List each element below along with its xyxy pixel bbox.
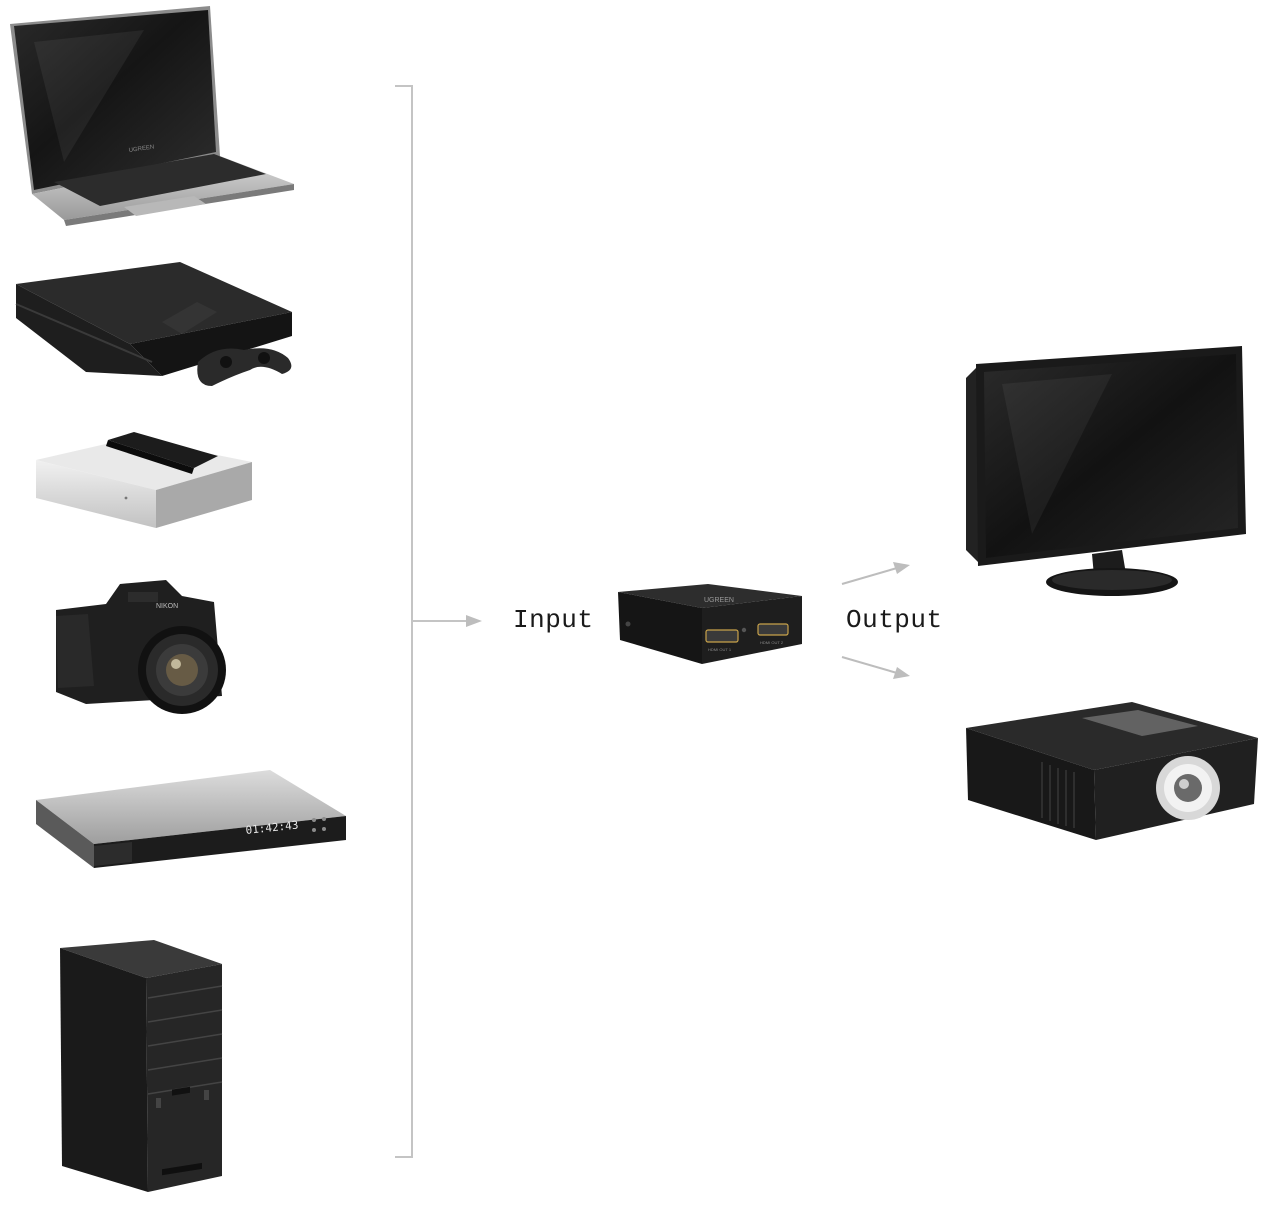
output-arrow-up-line (841, 567, 898, 585)
projector-icon (966, 702, 1258, 840)
input-bracket (395, 85, 413, 1158)
blu-ray-player-icon: 01:42:43 (36, 770, 346, 868)
blu-ray-display: 01:42:43 (245, 819, 299, 837)
output-arrow-down-line (841, 656, 898, 674)
splitter-port2-label: HDMI OUT 2 (760, 640, 784, 645)
laptop-icon: UGREEN (10, 6, 294, 226)
hdmi-splitter-icon: UGREEN HDMI OUT 1 HDMI OUT 2 (618, 584, 802, 664)
desktop-tower-icon (60, 940, 223, 1192)
monitor-icon (966, 346, 1246, 596)
output-arrow-down-head (893, 667, 910, 679)
camera-brand: NIKON (156, 603, 178, 610)
tv-box-icon (36, 432, 252, 528)
game-console-icon (15, 262, 292, 386)
splitter-brand: UGREEN (704, 597, 734, 604)
camera-icon: NIKON (56, 580, 226, 714)
splitter-port1-label: HDMI OUT 1 (708, 647, 732, 652)
output-arrow-up-head (893, 562, 910, 574)
input-label: Input (513, 605, 594, 635)
laptop-brand: UGREEN (128, 144, 154, 154)
output-label: Output (846, 605, 943, 635)
input-arrowhead (466, 615, 482, 627)
